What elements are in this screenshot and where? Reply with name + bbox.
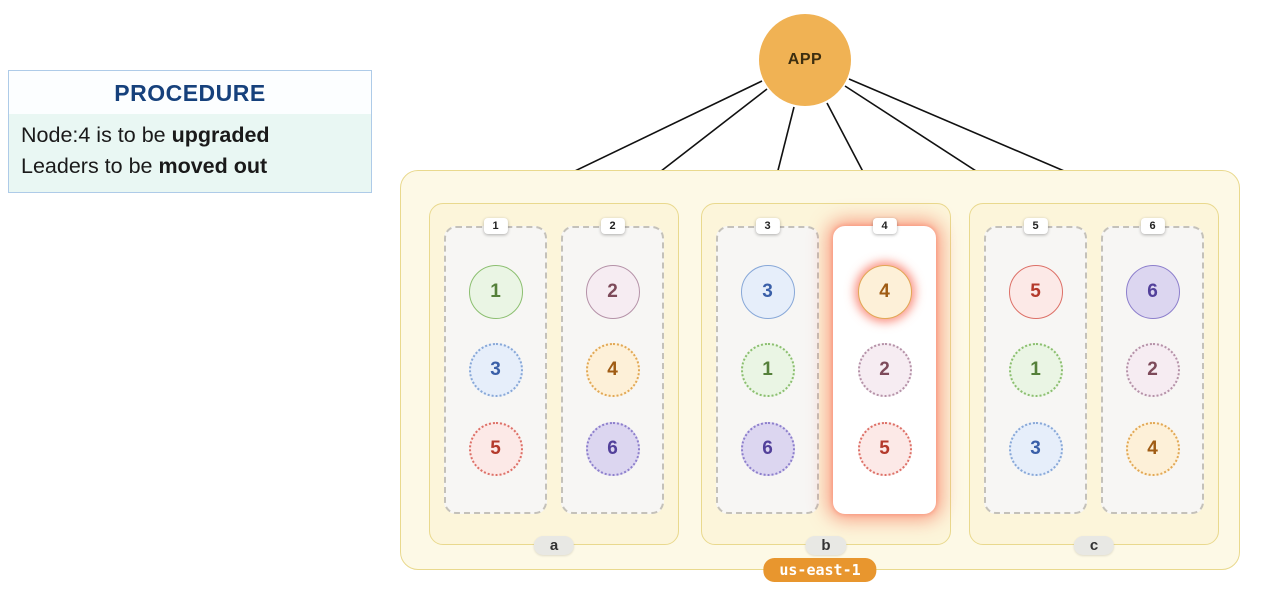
replica-5-leader: 5 <box>1008 264 1063 319</box>
node-4-highlighted: 4 4 2 5 <box>833 218 936 514</box>
replica-5-follower: 5 <box>857 421 912 476</box>
node-5-badge: 5 <box>1023 218 1048 234</box>
node-3: 3 3 1 6 <box>716 218 819 514</box>
procedure-line-1-bold: upgraded <box>171 123 270 147</box>
replica-6-follower: 6 <box>740 421 795 476</box>
replica-1-follower: 1 <box>1008 343 1063 397</box>
replica-1-leader: 1 <box>468 264 523 319</box>
replica-5-follower: 5 <box>468 421 523 476</box>
replica-6-leader: 6 <box>1125 264 1180 319</box>
procedure-line-1: Node:4 is to be upgraded <box>21 120 359 151</box>
procedure-line-1-text: Node:4 is to be <box>21 123 172 147</box>
zone-b-label: b <box>805 536 847 555</box>
node-5: 5 5 1 3 <box>984 218 1087 514</box>
app-node: APP <box>759 14 851 106</box>
app-label: APP <box>787 51 823 68</box>
procedure-line-2-text: Leaders to be <box>21 154 159 179</box>
region-label: us-east-1 <box>763 558 877 582</box>
node-3-badge: 3 <box>755 218 780 234</box>
procedure-body: Node:4 is to be upgraded Leaders to be m… <box>9 114 371 193</box>
replica-6-follower: 6 <box>585 421 640 476</box>
node-4-badge: 4 <box>872 218 897 234</box>
zone-c: 5 5 1 3 6 6 2 4 c <box>969 203 1219 555</box>
replica-4-leader: 4 <box>857 264 912 319</box>
replica-2-leader: 2 <box>585 264 640 319</box>
replica-3-leader: 3 <box>740 264 795 319</box>
procedure-title: PROCEDURE <box>9 71 371 114</box>
node-2: 2 2 4 6 <box>561 218 664 514</box>
replica-2-follower: 2 <box>857 343 912 397</box>
procedure-line-2-bold: moved out <box>158 154 268 179</box>
zone-a-label: a <box>533 536 575 555</box>
node-1: 1 1 3 5 <box>444 218 547 514</box>
node-6: 6 6 2 4 <box>1101 218 1204 514</box>
zone-a: 1 1 3 5 2 2 4 6 a <box>429 203 679 555</box>
replica-4-follower: 4 <box>1125 421 1180 476</box>
zone-c-label: c <box>1073 536 1115 555</box>
zone-b: 3 3 1 6 4 4 2 5 b <box>701 203 951 555</box>
replica-3-follower: 3 <box>468 343 523 397</box>
node-1-badge: 1 <box>483 218 508 234</box>
replica-1-follower: 1 <box>740 343 795 397</box>
node-6-badge: 6 <box>1140 218 1165 234</box>
replica-4-follower: 4 <box>585 343 640 397</box>
procedure-panel: PROCEDURE Node:4 is to be upgraded Leade… <box>8 70 372 194</box>
node-2-badge: 2 <box>600 218 625 234</box>
replica-3-follower: 3 <box>1008 421 1063 476</box>
replica-2-follower: 2 <box>1125 343 1180 397</box>
procedure-line-2: Leaders to be moved out <box>21 151 359 182</box>
region-us-east-1: 1 1 3 5 2 2 4 6 a 3 3 1 6 4 4 <box>400 170 1240 582</box>
